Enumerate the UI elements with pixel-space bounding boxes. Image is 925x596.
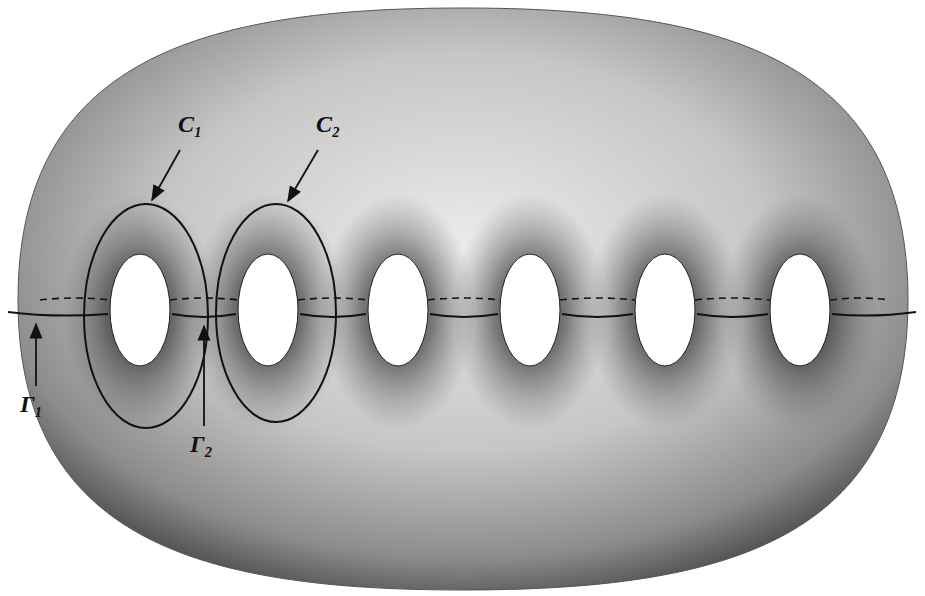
curve-label: C₂	[316, 112, 340, 136]
curve-label: C₁	[178, 112, 202, 136]
curve-label: Γ₂	[190, 432, 213, 456]
curve-label: Γ₁	[20, 392, 43, 416]
